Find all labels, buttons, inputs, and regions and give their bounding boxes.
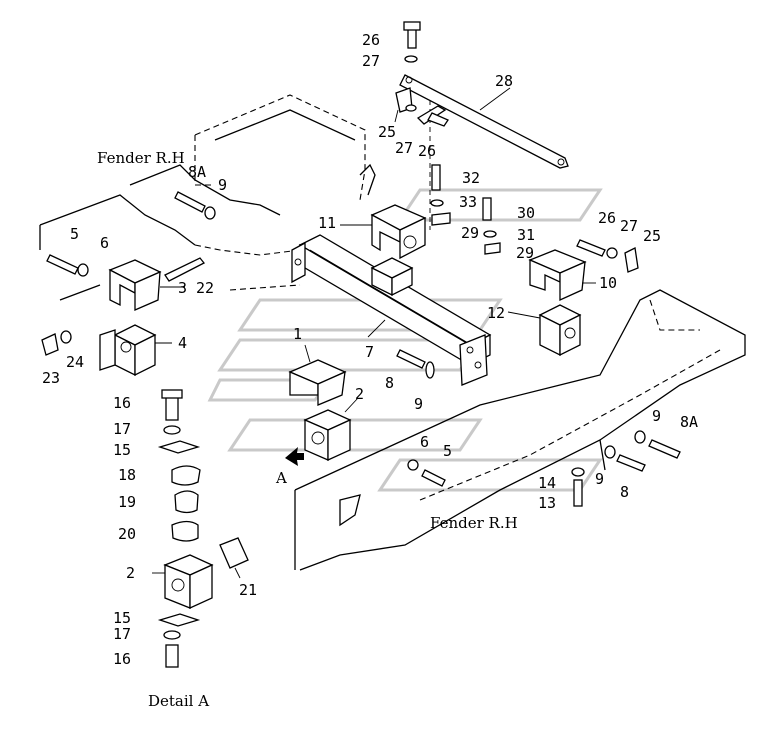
caption-fender-rh-top: Fender R.H (97, 149, 185, 167)
fender-rh-upper (39, 94, 376, 301)
callout-27: 27 (395, 139, 413, 157)
callout-labels: 26 27 28 25 27 26 8A 9 32 33 30 29 31 29… (42, 31, 698, 668)
callout-25: 25 (643, 227, 661, 245)
callout-9: 9 (595, 470, 604, 488)
callout-2: 2 (355, 385, 364, 403)
callout-18: 18 (118, 466, 136, 484)
callout-5: 5 (70, 225, 79, 243)
part-1-bracket (288, 359, 347, 406)
detail-a-stack (157, 389, 249, 668)
callout-27: 27 (362, 52, 380, 70)
part-25-bracket-top (395, 21, 449, 127)
callout-25: 25 (378, 123, 396, 141)
callout-19: 19 (118, 493, 136, 511)
callout-26: 26 (362, 31, 380, 49)
part-10-bracket (528, 249, 587, 302)
callout-16: 16 (113, 650, 131, 668)
callout-21: 21 (239, 581, 257, 599)
callout-12: 12 (487, 304, 505, 322)
callout-33: 33 (459, 193, 477, 211)
callout-13: 13 (538, 494, 556, 512)
caption-view-a: A (275, 469, 287, 487)
callout-8a: 8A (680, 413, 698, 431)
callout-7: 7 (365, 343, 374, 361)
callout-8: 8 (620, 483, 629, 501)
callout-8: 8 (385, 374, 394, 392)
callout-26: 26 (598, 209, 616, 227)
arrow-marker (285, 447, 304, 466)
fasteners (41, 164, 681, 507)
part-3-bracket (108, 259, 162, 311)
part-28-strap (399, 74, 569, 230)
callout-28: 28 (495, 72, 513, 90)
callout-22: 22 (196, 279, 214, 297)
caption-detail-a: Detail A (148, 692, 209, 710)
part-4-mount (99, 324, 157, 377)
callout-11: 11 (318, 214, 336, 232)
beam-block (370, 257, 414, 297)
callout-3: 3 (178, 279, 187, 297)
callout-10: 10 (599, 274, 617, 292)
callout-8a: 8A (188, 163, 206, 181)
callout-4: 4 (178, 334, 187, 352)
callout-20: 20 (118, 525, 136, 543)
caption-fender-rh-bottom: Fender R.H (430, 514, 518, 532)
callout-26: 26 (418, 142, 436, 160)
fender-rh-lower (294, 289, 746, 571)
callout-1: 1 (293, 325, 302, 343)
callout-17: 17 (113, 625, 131, 643)
callout-6: 6 (420, 433, 429, 451)
callout-23: 23 (42, 369, 60, 387)
callout-9: 9 (414, 395, 423, 413)
callout-9: 9 (652, 407, 661, 425)
part-12-mount (538, 304, 582, 357)
callout-14: 14 (538, 474, 556, 492)
part-2-mount (285, 409, 352, 466)
callout-9: 9 (218, 176, 227, 194)
callout-2: 2 (126, 564, 135, 582)
callout-24: 24 (66, 353, 84, 371)
callout-27: 27 (620, 217, 638, 235)
part-11-bracket (370, 204, 427, 260)
callout-16: 16 (113, 394, 131, 412)
callout-5: 5 (443, 442, 452, 460)
callout-29: 29 (461, 224, 479, 242)
leader-lines (152, 87, 596, 579)
callout-31: 31 (517, 226, 535, 244)
callout-15: 15 (113, 609, 131, 627)
callout-6: 6 (100, 234, 109, 252)
callout-29: 29 (516, 244, 534, 262)
callout-32: 32 (462, 169, 480, 187)
callout-15: 15 (113, 441, 131, 459)
callout-30: 30 (517, 204, 535, 222)
callout-17: 17 (113, 420, 131, 438)
